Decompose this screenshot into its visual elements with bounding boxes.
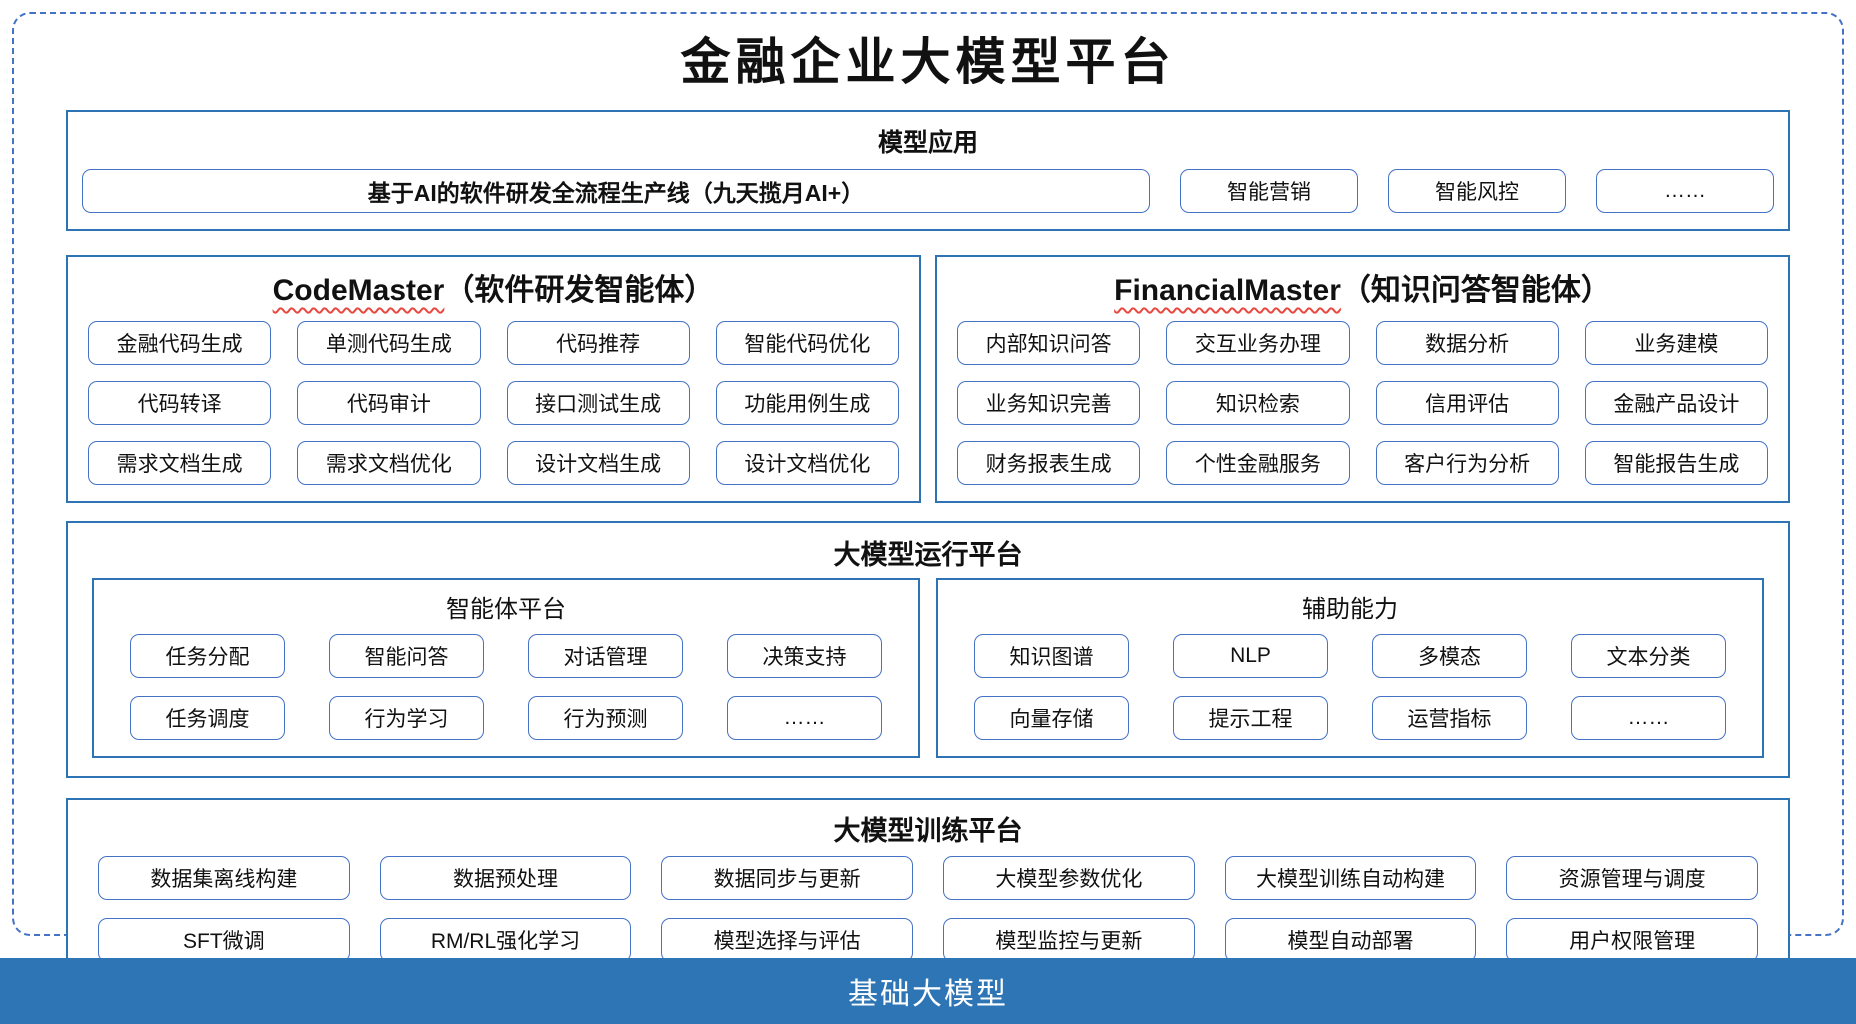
codemaster-item: 代码推荐 <box>506 321 690 365</box>
financialmaster-item: 金融产品设计 <box>1584 381 1768 425</box>
model-applications-row: 基于AI的软件研发全流程生产线（九天揽月AI+） 智能营销智能风控 …… <box>80 169 1776 213</box>
page-title: 金融企业大模型平台 <box>680 32 1176 91</box>
aux-capabilities-item-grid: 知识图谱 NLP 多模态文本分类向量存储提示工程运营指标 …… <box>938 634 1762 740</box>
agent-platform-item: …… <box>727 696 882 740</box>
section-model-applications: 模型应用 基于AI的软件研发全流程生产线（九天揽月AI+） 智能营销智能风控 …… <box>66 110 1790 231</box>
aux-capability-item: 向量存储 <box>974 696 1129 740</box>
aux-capability-item: 运营指标 <box>1372 696 1527 740</box>
financialmaster-item: 业务建模 <box>1584 321 1768 365</box>
codemaster-item: 需求文档生成 <box>88 441 272 485</box>
codemaster-item: 接口测试生成 <box>506 381 690 425</box>
model-app-item: 智能营销 <box>1180 169 1358 213</box>
codemaster-item: 设计文档优化 <box>715 441 899 485</box>
subsection-aux-capabilities: 辅助能力 知识图谱 NLP 多模态文本分类向量存储提示工程运营指标 …… <box>936 578 1764 758</box>
agent-platform-item: 任务调度 <box>130 696 285 740</box>
financialmaster-item: 财务报表生成 <box>957 441 1141 485</box>
agent-platform-item: 行为学习 <box>329 696 484 740</box>
aux-capability-item: 知识图谱 <box>974 634 1129 678</box>
agent-platform-item: 智能问答 <box>329 634 484 678</box>
agent-platform-item: 对话管理 <box>528 634 683 678</box>
training-item: SFT微调 <box>98 918 350 962</box>
training-item: 模型监控与更新 <box>943 918 1195 962</box>
model-app-item: 智能风控 <box>1388 169 1566 213</box>
section-codemaster: CodeMaster（软件研发智能体） 金融代码生成单测代码生成代码推荐智能代码… <box>66 255 921 503</box>
financialmaster-item: 信用评估 <box>1375 381 1559 425</box>
foundation-model-bar: 基础大模型 <box>0 958 1856 1024</box>
training-item: 大模型训练自动构建 <box>1224 856 1477 900</box>
training-item-grid: 数据集离线构建数据预处理数据同步与更新大模型参数优化大模型训练自动构建资源管理与… <box>68 856 1788 962</box>
codemaster-header: CodeMaster（软件研发智能体） <box>68 257 919 321</box>
codemaster-item: 金融代码生成 <box>88 321 272 365</box>
financialmaster-item-grid: 内部知识问答交互业务办理数据分析业务建模业务知识完善知识检索信用评估金融产品设计… <box>937 321 1788 485</box>
codemaster-item: 需求文档优化 <box>297 441 481 485</box>
aux-capability-item: 文本分类 <box>1571 634 1726 678</box>
financialmaster-name: FinancialMaster <box>1114 274 1341 307</box>
financialmaster-item: 知识检索 <box>1166 381 1350 425</box>
codemaster-item: 功能用例生成 <box>715 381 899 425</box>
codemaster-item-grid: 金融代码生成单测代码生成代码推荐智能代码优化代码转译代码审计接口测试生成功能用例… <box>68 321 919 485</box>
aux-capabilities-header: 辅助能力 <box>1302 596 1398 623</box>
platform-outer-frame: 金融企业大模型平台 模型应用 基于AI的软件研发全流程生产线（九天揽月AI+） … <box>12 12 1844 980</box>
codemaster-item: 智能代码优化 <box>715 321 899 365</box>
training-item: 模型选择与评估 <box>661 918 913 962</box>
model-applications-header: 模型应用 <box>877 129 978 157</box>
aux-capability-item: 多模态 <box>1372 634 1527 678</box>
financialmaster-item: 客户行为分析 <box>1375 441 1559 485</box>
codemaster-item: 单测代码生成 <box>297 321 481 365</box>
training-item: RM/RL强化学习 <box>379 918 632 962</box>
financialmaster-subtitle: （知识问答智能体） <box>1340 274 1611 307</box>
training-item: 数据同步与更新 <box>661 856 913 900</box>
aux-capability-item: …… <box>1571 696 1726 740</box>
training-item: 资源管理与调度 <box>1506 856 1758 900</box>
financialmaster-item: 个性金融服务 <box>1166 441 1350 485</box>
agent-platform-item-grid: 任务分配智能问答对话管理决策支持任务调度行为学习行为预测 …… <box>94 634 918 740</box>
training-platform-header: 大模型训练平台 <box>833 816 1023 846</box>
agent-platform-item: 决策支持 <box>727 634 882 678</box>
app-pipeline-item: 基于AI的软件研发全流程生产线（九天揽月AI+） <box>82 169 1150 213</box>
financialmaster-item: 数据分析 <box>1375 321 1559 365</box>
training-item: 数据预处理 <box>379 856 632 900</box>
codemaster-item: 设计文档生成 <box>506 441 690 485</box>
aux-capability-item: 提示工程 <box>1173 696 1328 740</box>
runtime-platform-header: 大模型运行平台 <box>833 540 1023 570</box>
codemaster-subtitle: （软件研发智能体） <box>444 274 715 307</box>
codemaster-item: 代码审计 <box>297 381 481 425</box>
training-item: 大模型参数优化 <box>943 856 1195 900</box>
financialmaster-header: FinancialMaster（知识问答智能体） <box>937 257 1788 321</box>
model-app-item: …… <box>1596 169 1774 213</box>
financialmaster-item: 内部知识问答 <box>957 321 1141 365</box>
financialmaster-item: 业务知识完善 <box>957 381 1141 425</box>
section-training-platform: 大模型训练平台 数据集离线构建数据预处理数据同步与更新大模型参数优化大模型训练自… <box>66 798 1790 980</box>
agents-row: CodeMaster（软件研发智能体） 金融代码生成单测代码生成代码推荐智能代码… <box>66 255 1790 503</box>
aux-capability-item: NLP <box>1173 634 1328 678</box>
agent-platform-item: 行为预测 <box>528 696 683 740</box>
agent-platform-header: 智能体平台 <box>446 596 566 623</box>
runtime-row: 智能体平台 任务分配智能问答对话管理决策支持任务调度行为学习行为预测 …… 辅助能… <box>68 578 1788 758</box>
training-item: 用户权限管理 <box>1506 918 1758 962</box>
training-item: 数据集离线构建 <box>98 856 350 900</box>
foundation-model-label: 基础大模型 <box>848 978 1008 1011</box>
subsection-agent-platform: 智能体平台 任务分配智能问答对话管理决策支持任务调度行为学习行为预测 …… <box>92 578 920 758</box>
codemaster-item: 代码转译 <box>88 381 272 425</box>
section-runtime-platform: 大模型运行平台 智能体平台 任务分配智能问答对话管理决策支持任务调度行为学习行为… <box>66 521 1790 778</box>
section-financialmaster: FinancialMaster（知识问答智能体） 内部知识问答交互业务办理数据分… <box>935 255 1790 503</box>
financialmaster-item: 交互业务办理 <box>1166 321 1350 365</box>
codemaster-name: CodeMaster <box>272 274 445 307</box>
training-item: 模型自动部署 <box>1224 918 1477 962</box>
financialmaster-item: 智能报告生成 <box>1584 441 1768 485</box>
agent-platform-item: 任务分配 <box>130 634 285 678</box>
